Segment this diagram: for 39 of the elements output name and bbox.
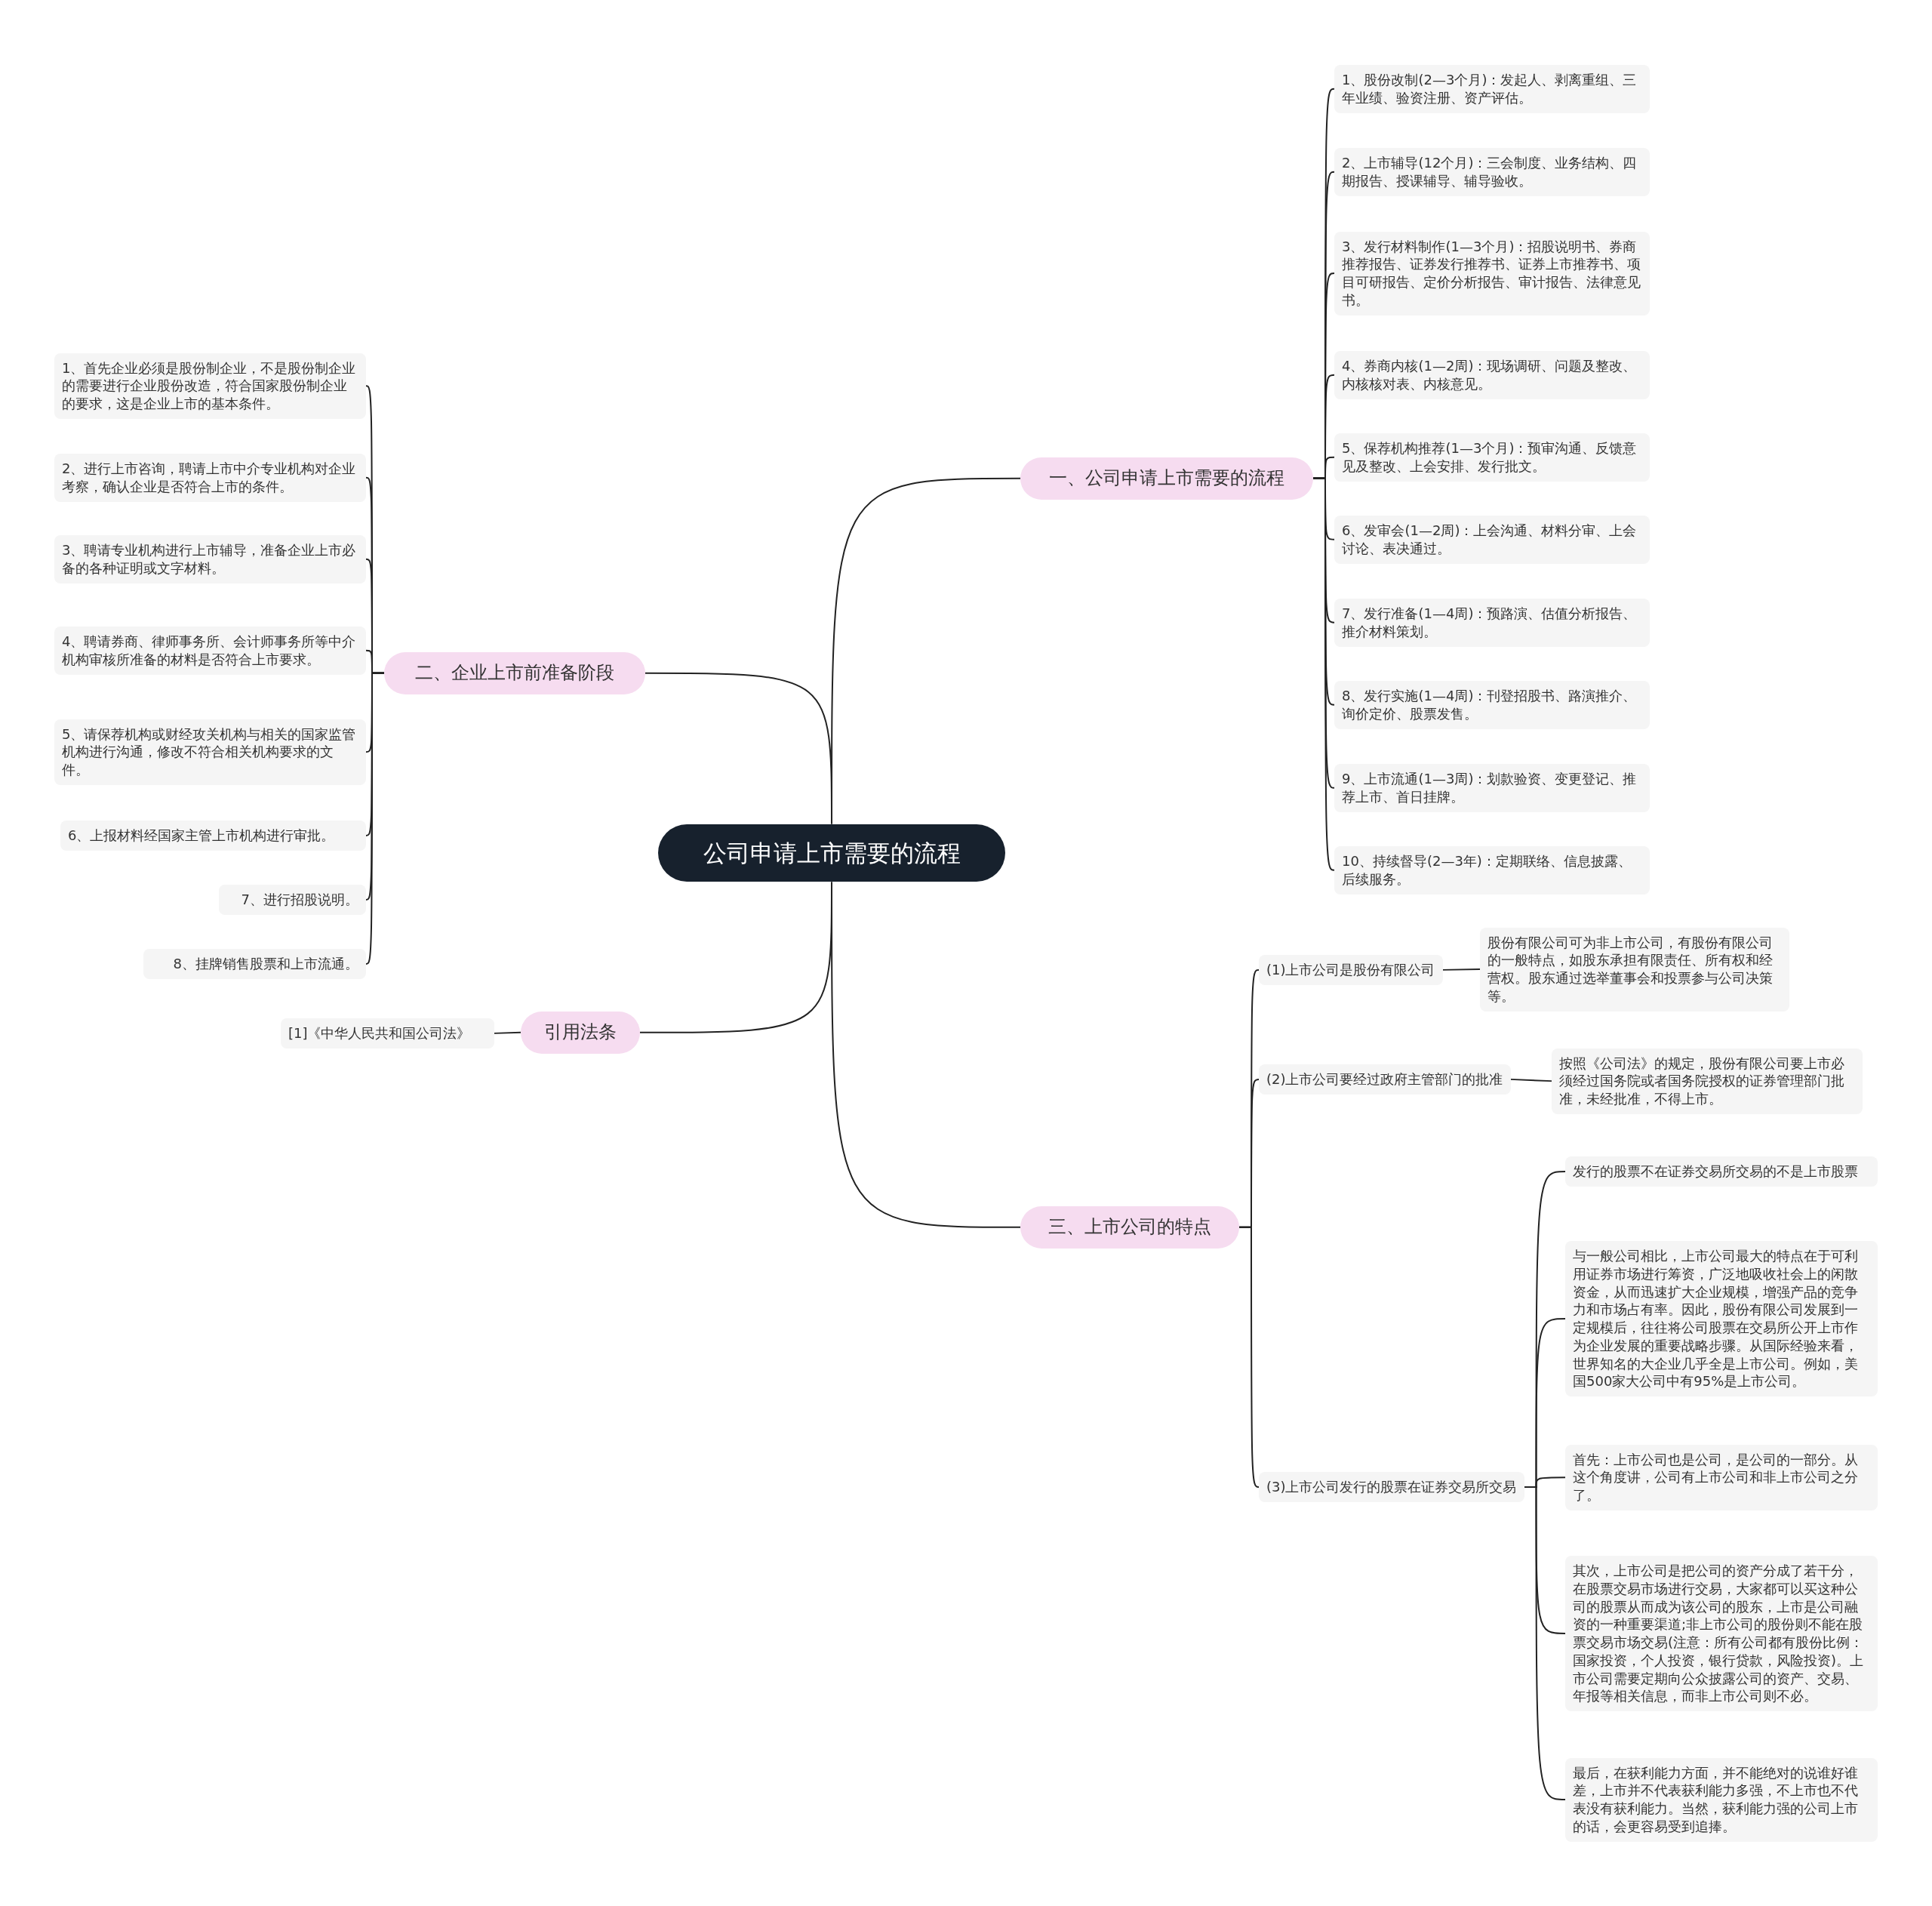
note-box: 10、持续督导(2—3年)：定期联络、信息披露、后续服务。 bbox=[1334, 846, 1650, 894]
central-topic: 公司申请上市需要的流程 bbox=[658, 824, 1005, 882]
note-box: 其次，上市公司是把公司的资产分成了若干分，在股票交易市场进行交易，大家都可以买这种公司的股票从而成为该公司的股东，上市是公司融资的一种重要渠道;非上市公司的股份则不能在股票交易市场交易(注意：所有公司都有股份比例：国家投资，个人投资，银行贷款，风险投资)。上市公司需要定期向公众披露公司的资产、交易、年报等相关信息，而非上市公司则不必。 bbox=[1565, 1556, 1878, 1711]
connector-line bbox=[365, 672, 385, 965]
note-box: 股份有限公司可为非上市公司，有股份有限公司的一般特点，如股东承担有限责任、所有权和经营权。股东通过选举董事会和投票参与公司决策等。 bbox=[1480, 927, 1789, 1012]
note-box: 2、上市辅导(12个月)：三会制度、业务结构、四期报告、授课辅导、辅导验收。 bbox=[1334, 148, 1650, 196]
subtopic-box: [1]《中华人民共和国公司法》 bbox=[281, 1018, 494, 1048]
note-box: 6、上报材料经国家主管上市机构进行审批。 bbox=[60, 821, 366, 851]
note-box: 3、聘请专业机构进行上市辅导，准备企业上市必备的各种证明或文字材料。 bbox=[54, 535, 366, 584]
connector-line bbox=[1441, 968, 1481, 971]
note-box: 8、挂牌销售股票和上市流通。 bbox=[143, 949, 366, 979]
subtopic-box: (1)上市公司是股份有限公司 bbox=[1259, 955, 1443, 985]
branch-topic: 三、上市公司的特点 bbox=[1020, 1206, 1239, 1249]
note-box: 最后，在获利能力方面，并不能绝对的说谁好谁差，上市并不代表获利能力多强，不上市也不代表没有获利能力。当然，获利能力强的公司上市的话，会更容易受到追捧。 bbox=[1565, 1757, 1878, 1842]
subtopic-box: (2)上市公司要经过政府主管部门的批准 bbox=[1259, 1064, 1511, 1095]
note-box: 3、发行材料制作(1—3个月)：招股说明书、券商推荐报告、证券发行推荐书、证券上市推荐书、项目可研报告、定价分析报告、审计报告、法律意见书。 bbox=[1334, 231, 1650, 316]
note-box: 发行的股票不在证券交易所交易的不是上市股票 bbox=[1565, 1156, 1878, 1187]
note-box: 与一般公司相比，上市公司最大的特点在于可利用证券市场进行筹资，广泛地吸收社会上的闲散资金，从而迅速扩大企业规模，增强产品的竞争力和市场占有率。因此，股份有限公司发展到一定规模后，往往将公司股票在交易所公开上市作为企业发展的重要战略步骤。从国际经验来看，世界知名的大企业几乎全是上市公司。例如，美国500家大公司中有95%是上市公司。 bbox=[1565, 1241, 1878, 1396]
note-box: 首先：上市公司也是公司，是公司的一部分。从这个角度讲，公司有上市公司和非上市公司之分了。 bbox=[1565, 1444, 1878, 1510]
connector-line bbox=[1509, 1078, 1552, 1082]
note-box: 1、股份改制(2—3个月)：发起人、剥离重组、三年业绩、验资注册、资产评估。 bbox=[1334, 65, 1650, 113]
note-box: 6、发审会(1—2周)：上会沟通、材料分审、上会讨论、表决通过。 bbox=[1334, 516, 1650, 564]
note-box: 9、上市流通(1—3周)：划款验资、变更登记、推荐上市、首日挂牌。 bbox=[1334, 764, 1650, 812]
note-box: 7、进行招股说明。 bbox=[219, 885, 366, 915]
branch-topic: 二、企业上市前准备阶段 bbox=[384, 652, 645, 694]
note-box: 5、请保荐机构或财经攻关机构与相关的国家监管机构进行沟通，修改不符合相关机构要求的文件。 bbox=[54, 719, 366, 785]
connector-line bbox=[494, 1031, 521, 1034]
note-box: 4、聘请券商、律师事务所、会计师事务所等中介机构审核所准备的材料是否符合上市要求。 bbox=[54, 627, 366, 675]
note-box: 8、发行实施(1—4周)：刊登招股书、路演推介、询价定价、股票发售。 bbox=[1334, 681, 1650, 729]
branch-topic: 引用法条 bbox=[521, 1012, 640, 1054]
branch-topic: 一、公司申请上市需要的流程 bbox=[1020, 457, 1313, 500]
note-box: 按照《公司法》的规定，股份有限公司要上市必须经过国务院或者国务院授权的证券管理部门批准，未经批准，不得上市。 bbox=[1552, 1048, 1863, 1114]
note-box: 4、券商内核(1—2周)：现场调研、问题及整改、内核核对表、内核意见。 bbox=[1334, 351, 1650, 399]
subtopic-box: (3)上市公司发行的股票在证券交易所交易 bbox=[1259, 1472, 1524, 1502]
note-box: 1、首先企业必须是股份制企业，不是股份制企业的需要进行企业股份改造，符合国家股份制企业的要求，这是企业上市的基本条件。 bbox=[54, 353, 366, 419]
note-box: 7、发行准备(1—4周)：预路演、估值分析报告、推介材料策划。 bbox=[1334, 599, 1650, 647]
connector-line bbox=[1238, 1226, 1260, 1488]
note-box: 5、保荐机构推荐(1—3个月)：预审沟通、反馈意见及整改、上会安排、发行批文。 bbox=[1334, 433, 1650, 482]
note-box: 2、进行上市咨询，聘请上市中介专业机构对企业考察，确认企业是否符合上市的条件。 bbox=[54, 454, 366, 502]
